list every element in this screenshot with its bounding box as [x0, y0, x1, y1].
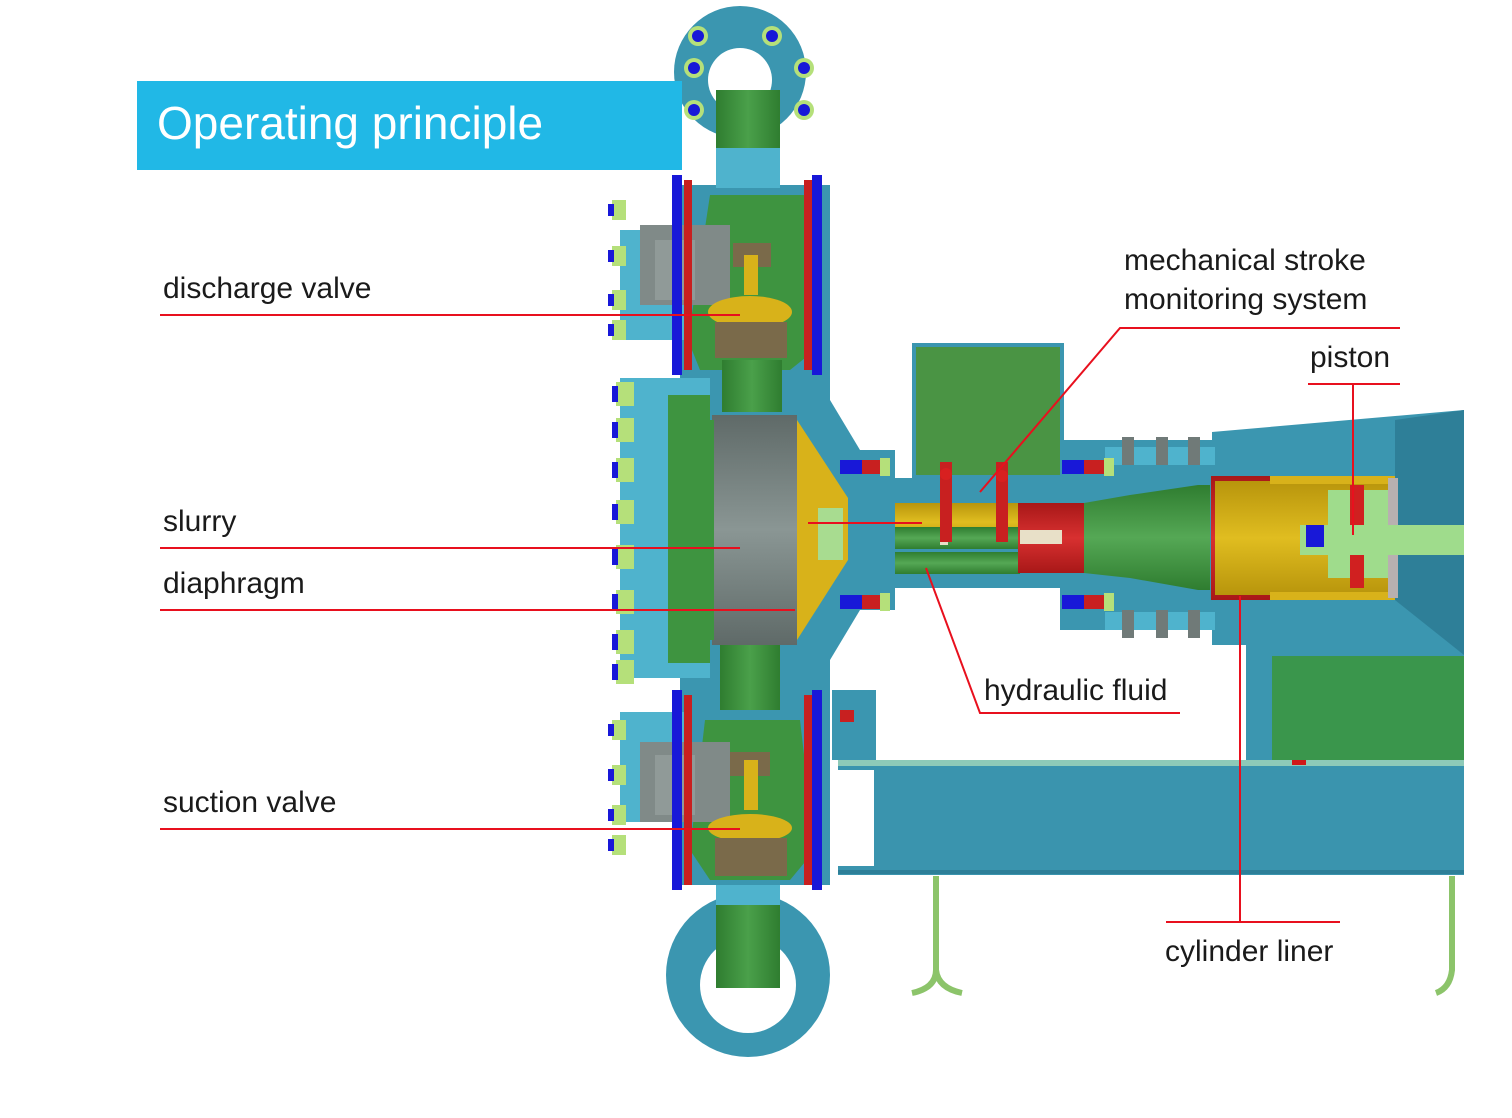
diaphragm-part [797, 420, 848, 640]
label-stroke-monitoring-line1: mechanical stroke [1124, 244, 1366, 277]
label-hydraulic-fluid: hydraulic fluid [984, 674, 1168, 707]
suction-flange [666, 885, 830, 1057]
flange-bolts-left [608, 200, 634, 855]
label-slurry: slurry [163, 505, 237, 538]
stroke-sensors [940, 462, 1008, 542]
label-piston: piston [1310, 341, 1391, 374]
title-banner: Operating principle [137, 81, 682, 170]
label-stroke-monitoring-line2: monitoring system [1124, 283, 1368, 316]
label-cylinder-liner: cylinder liner [1165, 935, 1334, 968]
leader-stroke-monitoring [979, 327, 1400, 493]
label-suction-valve: suction valve [163, 786, 337, 819]
base-frame [838, 757, 1464, 875]
piston-part [1300, 478, 1464, 598]
discharge-flange [674, 6, 814, 188]
housing-bolts [1062, 437, 1200, 638]
page-title: Operating principle [157, 97, 544, 149]
label-diaphragm: diaphragm [163, 567, 305, 600]
housing-studs [672, 175, 890, 890]
monitoring-box [912, 343, 1064, 478]
label-discharge-valve: discharge valve [163, 272, 372, 305]
slurry-chamber [700, 415, 797, 645]
plunger-coupling [1018, 485, 1210, 590]
leader-hydraulic-fluid [925, 567, 1180, 714]
leader-lines [160, 314, 1400, 923]
base-legs [911, 876, 1455, 996]
